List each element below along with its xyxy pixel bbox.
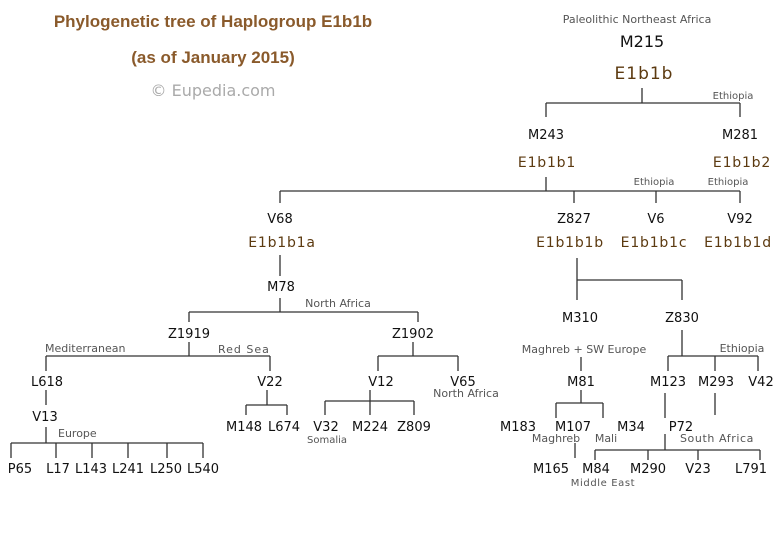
- node-m165: M165: [532, 462, 570, 477]
- node-m107: M107: [554, 420, 592, 435]
- node-v12: V12: [368, 375, 394, 390]
- node-m293: M293: [697, 375, 735, 390]
- node-m290: M290: [629, 462, 667, 477]
- region-somalia: Somalia: [306, 435, 348, 446]
- node-m183: M183: [499, 420, 537, 435]
- haplogroup-e1b1b: E1b1b: [614, 64, 674, 84]
- region-middle-east: Middle East: [570, 478, 636, 489]
- node-p72: P72: [668, 420, 694, 435]
- node-v13: V13: [32, 410, 58, 425]
- node-m123: M123: [649, 375, 687, 390]
- node-v42: V42: [748, 375, 774, 390]
- haplogroup-e1b1b1c: E1b1b1c: [620, 235, 688, 251]
- node-z827: Z827: [557, 212, 591, 227]
- region-south-africa: South Africa: [679, 432, 755, 445]
- root-origin-label: Paleolithic Northeast Africa: [562, 13, 712, 26]
- region-maghreb-sw-europe: Maghreb + SW Europe: [521, 343, 647, 356]
- node-v68: V68: [267, 212, 293, 227]
- region-mali: Mali: [594, 432, 618, 445]
- page-subtitle: (as of January 2015): [131, 48, 295, 67]
- page-title: Phylogenetic tree of Haplogroup E1b1b: [53, 12, 373, 31]
- node-z809: Z809: [397, 420, 431, 435]
- region-ethiopia-v92: Ethiopia: [707, 177, 749, 188]
- region-maghreb: Maghreb: [531, 432, 581, 445]
- node-m148: M148: [225, 420, 263, 435]
- haplogroup-e1b1b2: E1b1b2: [712, 155, 772, 171]
- region-ethiopia-z830: Ethiopia: [719, 342, 765, 355]
- node-p65: P65: [7, 462, 33, 477]
- haplogroup-e1b1b1b: E1b1b1b: [536, 235, 604, 251]
- node-z830: Z830: [665, 311, 699, 326]
- node-v65: V65: [450, 375, 476, 390]
- region-ethiopia-v6: Ethiopia: [633, 177, 675, 188]
- haplogroup-e1b1b1a: E1b1b1a: [248, 235, 316, 251]
- node-m243: M243: [527, 128, 565, 143]
- node-m81: M81: [567, 375, 595, 390]
- region-ethiopia-m281: Ethiopia: [712, 91, 754, 102]
- node-m281: M281: [721, 128, 759, 143]
- node-m224: M224: [351, 420, 389, 435]
- node-v22: V22: [257, 375, 283, 390]
- node-m84: M84: [582, 462, 610, 477]
- node-m78: M78: [267, 280, 295, 295]
- node-m215: M215: [619, 32, 665, 51]
- node-l143: L143: [74, 462, 108, 477]
- node-v32: V32: [313, 420, 339, 435]
- node-l618: L618: [30, 375, 64, 390]
- node-l674: L674: [267, 420, 301, 435]
- node-v6: V6: [647, 212, 665, 227]
- node-z1902: Z1902: [392, 327, 434, 342]
- haplogroup-e1b1b1: E1b1b1: [517, 155, 577, 171]
- node-v92: V92: [727, 212, 753, 227]
- node-l250: L250: [149, 462, 183, 477]
- node-l241: L241: [111, 462, 145, 477]
- region-mediterranean: Mediterranean: [45, 342, 126, 355]
- region-red-sea: Red Sea: [218, 343, 270, 356]
- node-z1919: Z1919: [168, 327, 210, 342]
- region-north-africa-v65: North Africa: [433, 387, 499, 400]
- region-europe: Europe: [58, 427, 97, 440]
- node-l540: L540: [186, 462, 220, 477]
- node-l17: L17: [46, 462, 70, 477]
- haplogroup-e1b1b1d: E1b1b1d: [704, 235, 772, 251]
- node-m34: M34: [617, 420, 645, 435]
- node-l791: L791: [734, 462, 768, 477]
- node-v23: V23: [685, 462, 711, 477]
- copyright-credit: © Eupedia.com: [150, 81, 276, 100]
- node-m310: M310: [561, 311, 599, 326]
- region-north-africa-m78: North Africa: [305, 297, 371, 310]
